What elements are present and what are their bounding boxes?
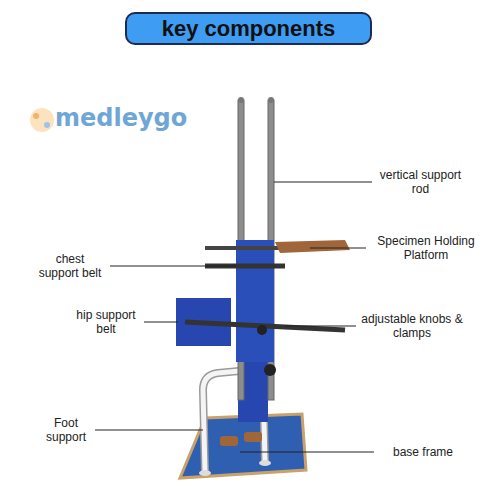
logo-mark	[44, 122, 50, 128]
title: key components	[162, 16, 336, 42]
leader-line	[285, 325, 356, 326]
part-label: Foot support	[40, 416, 92, 444]
knob	[257, 325, 267, 335]
base-plate	[180, 414, 306, 478]
leader-line	[310, 247, 366, 248]
part-label: Specimen Holding Platform	[370, 234, 482, 262]
foot-pad	[259, 460, 271, 466]
part-label: vertical support rod	[378, 168, 463, 196]
logo-mark	[33, 113, 39, 119]
rod-cap	[268, 97, 274, 103]
leader-line	[274, 181, 372, 182]
part-label: chest support belt	[34, 252, 106, 280]
knob	[264, 364, 276, 376]
part-label: hip support belt	[70, 308, 142, 336]
leader-line	[144, 321, 178, 322]
part-label: adjustable knobs & clamps	[358, 312, 466, 340]
watermark: medleygo	[55, 104, 175, 132]
part-label: base frame	[378, 445, 468, 459]
rod-cap	[238, 97, 244, 103]
leader-line	[95, 429, 203, 430]
leader-line	[240, 451, 374, 452]
foot-block	[244, 432, 262, 442]
specimen-platform	[275, 240, 350, 253]
leader-line	[110, 265, 236, 266]
foot-block	[220, 436, 238, 446]
back-panel	[236, 240, 274, 362]
logo-mark	[30, 108, 54, 132]
foot-pad	[199, 470, 211, 476]
title-box: key components	[125, 12, 372, 45]
